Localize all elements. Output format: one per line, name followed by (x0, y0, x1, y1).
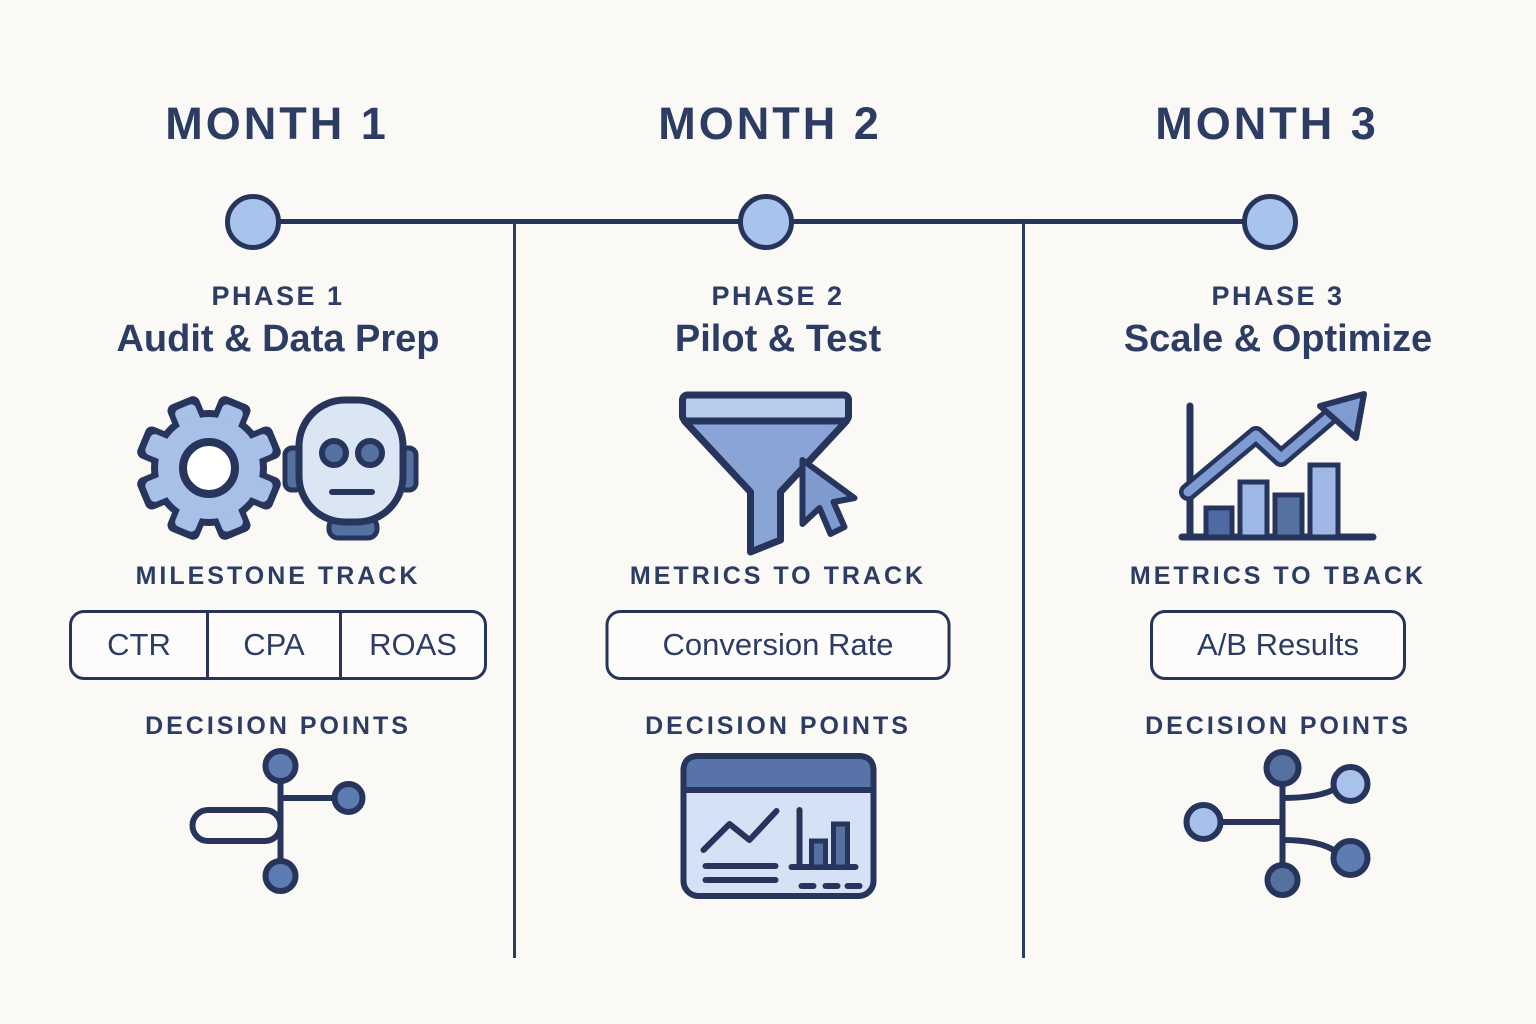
growth-bar-chart-icon (1168, 390, 1388, 555)
phase-3-label: PHASE 3 (1211, 281, 1345, 311)
column-phase-3: PHASE 3 Scale & Optimize METRICS TO TBAC… (1043, 0, 1513, 1024)
month-2-title: MONTH 2 (658, 98, 882, 149)
column-divider-1 (513, 222, 516, 958)
phase-1-label: PHASE 1 (211, 281, 345, 311)
phase-2-name: Pilot & Test (674, 318, 882, 360)
decision-points-header-1: DECISION POINTS (145, 712, 411, 740)
decision-points-header-3: DECISION POINTS (1145, 712, 1411, 740)
milestone-badge-group: CTR CPA ROAS (69, 610, 487, 680)
badge-ctr: CTR (107, 627, 171, 662)
metrics-to-tback-header: METRICS TO TBACK (1129, 562, 1427, 590)
badge-conversion-rate: Conversion Rate (605, 610, 951, 680)
branch-flow-icon (181, 748, 376, 903)
phase-2-label: PHASE 2 (711, 281, 845, 311)
timeline-node-month-3 (1242, 194, 1298, 250)
decision-points-header-2: DECISION POINTS (645, 712, 911, 740)
ab-results-badge-row: A/B Results (1150, 610, 1406, 680)
network-branch-icon (1171, 748, 1386, 903)
column-divider-2 (1022, 222, 1025, 958)
month-3-title: MONTH 3 (1155, 98, 1379, 149)
column-phase-1: PHASE 1 Audit & Data Prep (43, 0, 513, 1024)
badge-ab-results: A/B Results (1150, 610, 1406, 680)
conversion-rate-badge-row: Conversion Rate (605, 610, 951, 680)
badge-cpa: CPA (206, 613, 339, 677)
month-1-title: MONTH 1 (165, 98, 389, 149)
milestone-track-header: MILESTONE TRACK (135, 562, 421, 590)
badge-roas: ROAS (339, 613, 484, 677)
timeline-node-month-2 (738, 194, 794, 250)
phase-3-name: Scale & Optimize (1123, 318, 1433, 360)
gear-and-robot-icon (133, 390, 423, 550)
metrics-to-track-header: METRICS TO TRACK (629, 562, 927, 590)
dashboard-chart-icon (676, 748, 881, 908)
column-phase-2: PHASE 2 Pilot & Test METRICS TO TRACK Co… (543, 0, 1013, 1024)
phase-1-name: Audit & Data Prep (116, 318, 440, 360)
funnel-with-cursor-icon (671, 390, 886, 565)
timeline-node-month-1 (225, 194, 281, 250)
